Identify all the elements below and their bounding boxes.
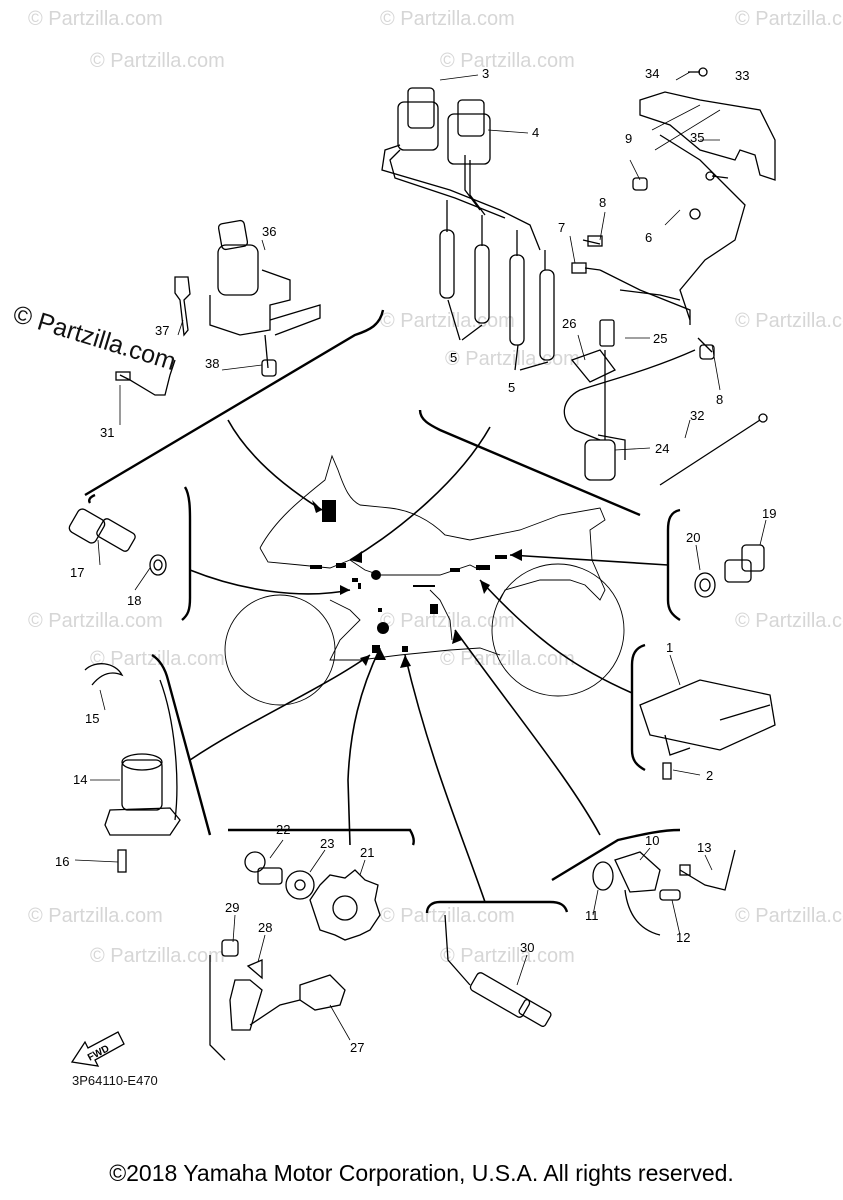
watermark: © Partzilla.com	[440, 648, 575, 670]
callout-10: 10	[645, 833, 659, 848]
silhouette-markers	[310, 500, 507, 653]
sensor-19-assembly	[694, 544, 765, 598]
callout-11: 11	[585, 908, 599, 923]
leader-arrows	[312, 500, 522, 668]
callout-8: 8	[599, 195, 606, 210]
o2-sensor-assembly	[444, 914, 552, 1027]
callout-35: 35	[690, 130, 704, 145]
leader-lines	[189, 419, 669, 903]
callout-34: 34	[645, 66, 659, 81]
callout-6: 6	[645, 230, 652, 245]
watermark: © Partzilla.com	[735, 610, 843, 632]
callout-28: 28	[258, 920, 272, 935]
callout-13: 13	[697, 840, 711, 855]
watermark: © Partzilla.com	[735, 905, 843, 927]
callout-4: 4	[532, 125, 539, 140]
diagram-code: 3P64110-E470	[72, 1073, 158, 1088]
sensor-24-assembly	[563, 319, 696, 481]
sensor-17-assembly	[68, 508, 167, 576]
solenoid-assembly	[84, 663, 181, 873]
watermark: © Partzilla.com	[28, 610, 163, 632]
main-switch-assembly	[115, 219, 321, 396]
callout-16: 16	[55, 854, 69, 869]
callout-15: 15	[85, 711, 99, 726]
callout-12: 12	[676, 930, 690, 945]
fwd-arrow-icon: FWD	[70, 1031, 125, 1067]
watermark: © Partzilla.com	[735, 310, 843, 332]
callout-33: 33	[735, 68, 749, 83]
watermark: © Partzilla.com	[28, 905, 163, 927]
pickup-coil-assembly	[209, 851, 381, 1061]
group-brackets	[84, 309, 681, 914]
callout-1: 1	[666, 640, 673, 655]
ignition-coil-assembly	[381, 87, 555, 371]
watermark: © Partzilla.com	[380, 610, 515, 632]
watermark: © Partzilla.com	[90, 945, 225, 967]
cable-tie-32	[659, 413, 768, 486]
callout-31: 31	[100, 425, 114, 440]
callout-3: 3	[482, 66, 489, 81]
watermark: © Partzilla.com	[440, 50, 575, 72]
callout-17: 17	[70, 565, 84, 580]
callout-32: 32	[690, 408, 704, 423]
callout-30: 30	[520, 940, 534, 955]
callout-26: 26	[562, 316, 576, 331]
callout-29: 29	[225, 900, 239, 915]
watermark: © Partzilla.com	[445, 348, 580, 370]
watermark: © Partzilla.com	[380, 905, 515, 927]
copyright-notice: ©2018 Yamaha Motor Corporation, U.S.A. A…	[109, 1160, 734, 1186]
ecu-assembly	[639, 679, 776, 780]
watermark: © Partzilla.com	[90, 50, 225, 72]
bracket-assembly	[571, 67, 776, 360]
callout-21: 21	[360, 845, 374, 860]
callout-38: 38	[205, 356, 219, 371]
watermark: © Partzilla.com	[735, 8, 843, 30]
callout-24: 24	[655, 441, 669, 456]
callout-5: 5	[508, 380, 515, 395]
callout-5: 5	[450, 350, 457, 365]
callout-23: 23	[320, 836, 334, 851]
callout-25: 25	[653, 331, 667, 346]
watermark: © Partzilla.com	[440, 945, 575, 967]
sensor-10-assembly	[592, 849, 736, 936]
motorcycle-silhouette	[224, 454, 625, 706]
callout-36: 36	[262, 224, 276, 239]
callout-14: 14	[73, 772, 87, 787]
watermark: © Partzilla.com	[380, 8, 515, 30]
callout-2: 2	[706, 768, 713, 783]
callout-leaders	[74, 71, 767, 1041]
callout-19: 19	[762, 506, 776, 521]
callout-37: 37	[155, 323, 169, 338]
callout-22: 22	[276, 822, 290, 837]
callout-7: 7	[558, 220, 565, 235]
callout-20: 20	[686, 530, 700, 545]
callout-27: 27	[350, 1040, 364, 1055]
callout-18: 18	[127, 593, 141, 608]
watermark: © Partzilla.com	[28, 8, 163, 30]
callout-numbers: 3 4 5 5 6 7 8 8 9 33 34 35 26 25 24 32 3…	[55, 66, 776, 1055]
callout-8: 8	[716, 392, 723, 407]
callout-9: 9	[625, 131, 632, 146]
